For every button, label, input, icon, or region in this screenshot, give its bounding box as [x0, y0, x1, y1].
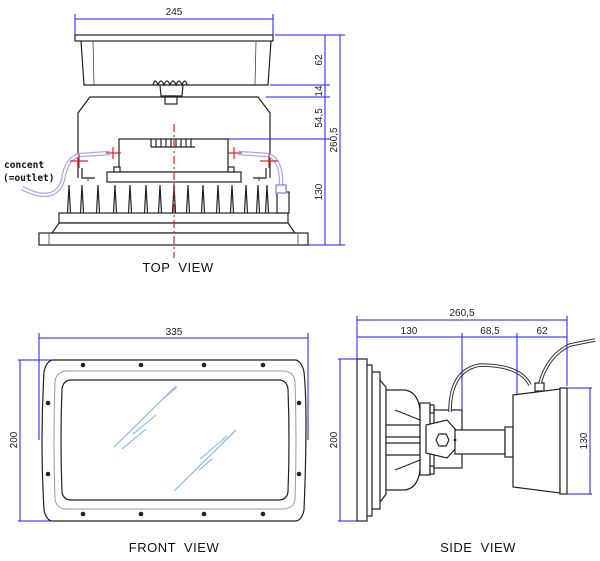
top-dimensions [74, 14, 345, 246]
outlet-note-line1: concent [4, 160, 44, 171]
front-dimensions [18, 333, 309, 522]
top-view-title: TOP VIEW [142, 260, 213, 275]
heatsink-fin [112, 184, 118, 214]
dim-side-box-62: 62 [536, 326, 548, 337]
bezel-bolt [260, 362, 266, 368]
heatsink-fin [255, 184, 261, 214]
heatsink-fin [143, 184, 149, 214]
top-view: 245 62 14 54,5 260,5 130 concent (=outle… [3, 7, 345, 275]
bezel-bolt [138, 511, 144, 517]
dim-side-arm-68-5: 68,5 [480, 326, 500, 337]
heatsink-fin [66, 184, 72, 214]
dim-side-total-260-5: 260,5 [449, 308, 474, 319]
side-view: 260,5 130 68,5 62 200 130 SIDE VIEW [329, 308, 596, 555]
side-view-title: SIDE VIEW [440, 540, 516, 555]
dim-total-260-5: 260,5 [329, 127, 340, 152]
front-view: 335 200 FRONT VIEW [9, 327, 309, 555]
bezel-bolts [45, 362, 302, 517]
dim-bracket-54-5: 54,5 [314, 108, 325, 128]
glass-reflections [113, 385, 237, 492]
bezel-bolt [201, 511, 207, 517]
heatsink-fin [215, 184, 221, 214]
fastener-markers [70, 147, 278, 181]
heatsink-fins [66, 184, 270, 214]
heatsink-fin [264, 184, 270, 214]
outlet-note-line2: (=outlet) [3, 173, 54, 184]
dim-side-lamp-130: 130 [401, 326, 418, 337]
heatsink-fin [127, 184, 133, 214]
dim-width-245: 245 [166, 7, 183, 18]
front-view-title: FRONT VIEW [129, 540, 220, 555]
bezel-bolt [45, 471, 51, 477]
bezel-bolt [296, 471, 302, 477]
lamp-base [38, 191, 309, 246]
heatsink-fin [79, 184, 85, 214]
dim-front-width-335: 335 [166, 327, 183, 338]
side-cables [448, 338, 596, 413]
dim-front-height-200: 200 [9, 431, 20, 448]
dim-lamp-130: 130 [314, 183, 325, 200]
bezel-bolt [138, 362, 144, 368]
bezel-bolt [45, 400, 51, 406]
dim-gap-14: 14 [314, 85, 325, 97]
side-lamp-body [356, 358, 435, 522]
heatsink-fin [200, 184, 206, 214]
side-dimensions [338, 316, 592, 522]
heatsink-fin [95, 184, 101, 214]
dim-ballast-62: 62 [314, 54, 325, 66]
side-mounting-arm [425, 409, 514, 469]
heatsink-fin [229, 184, 235, 214]
power-cable [20, 150, 287, 198]
bezel-bolt [80, 362, 86, 368]
heatsink-fin [157, 184, 163, 214]
dim-side-box-130: 130 [579, 432, 590, 449]
bezel-bolt [201, 362, 207, 368]
heatsink-fin [243, 184, 249, 214]
bezel-bolt [80, 511, 86, 517]
dim-side-height-200: 200 [329, 431, 340, 448]
bezel-bolt [296, 400, 302, 406]
ballast-box [74, 34, 274, 105]
bezel-bolt [260, 511, 266, 517]
heatsink-fin [185, 184, 191, 214]
mounting-bracket [77, 96, 271, 179]
side-ballast-box [512, 382, 568, 495]
